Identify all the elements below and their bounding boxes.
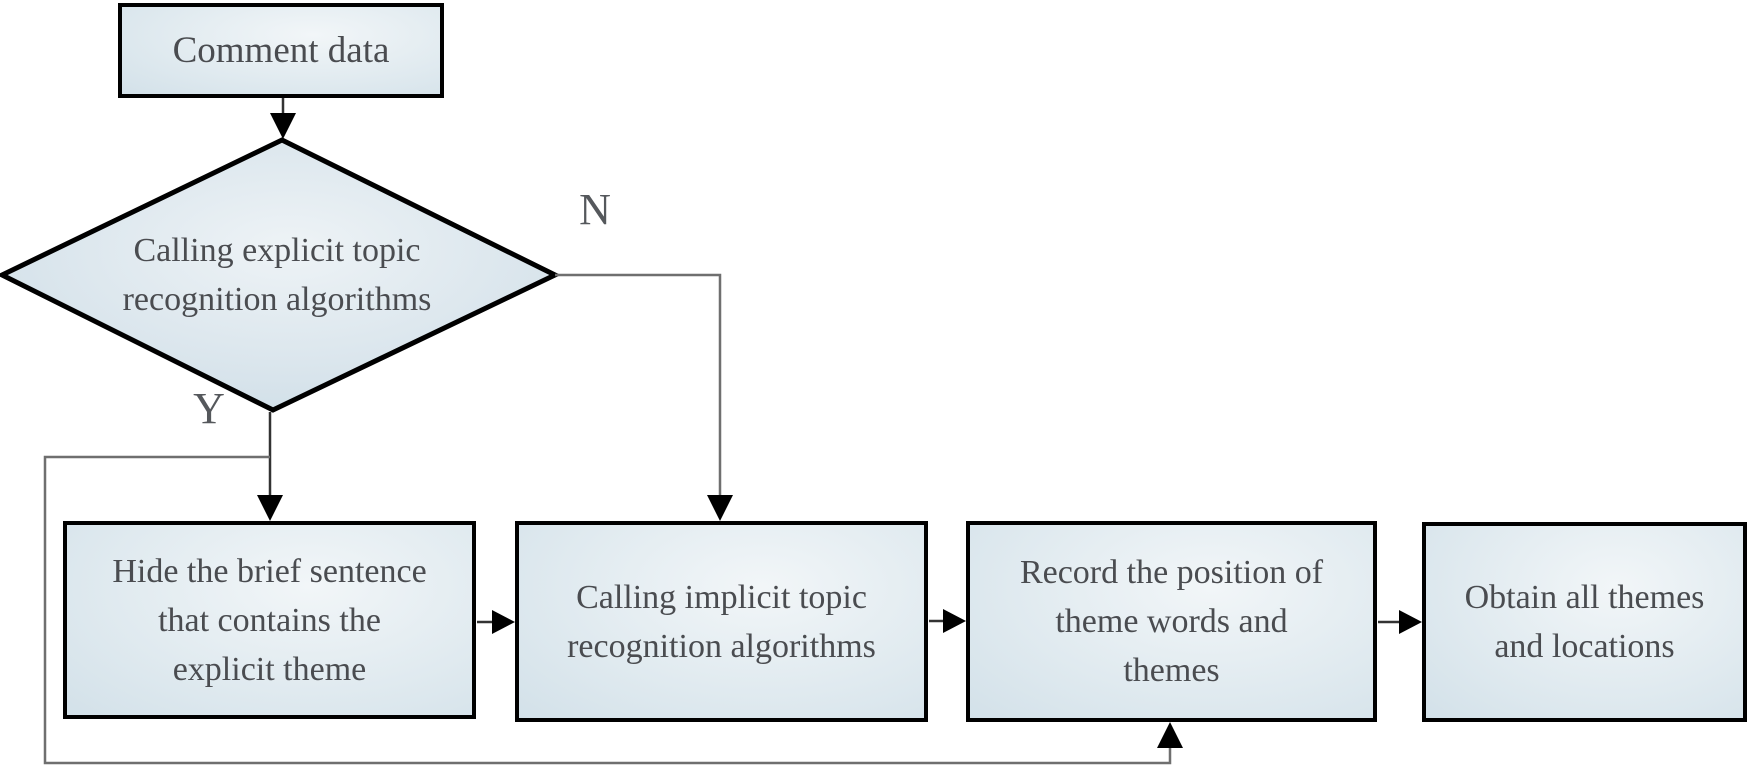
branch-label-no: N: [579, 184, 611, 234]
arrowhead-right-icon: [943, 609, 966, 633]
edge-hide-to-implicit: [477, 610, 515, 634]
arrowhead-right-icon: [1399, 610, 1422, 634]
node-decision-label: Calling explicit topic recognition algor…: [122, 232, 432, 318]
decision-diamond-shape: [0, 137, 561, 413]
branch-label-yes: Y: [193, 383, 225, 433]
arrowhead-down-icon: [707, 495, 733, 521]
edge-record-to-obtain: [1378, 610, 1422, 634]
edge-implicit-to-record: [929, 609, 966, 633]
node-calling-implicit-topic: Calling implicit topic recognition algor…: [515, 521, 928, 722]
node-hide-brief-sentence: Hide the brief sentence that contains th…: [63, 521, 476, 719]
node-obtain-themes: Obtain all themes and locations: [1422, 522, 1747, 722]
node-record-position: Record the position of theme words and t…: [966, 521, 1377, 722]
edge-decision-no-to-implicit: [555, 273, 733, 521]
node-comment-data: Comment data: [118, 3, 444, 98]
arrowhead-right-icon: [492, 610, 515, 634]
edge-decision-yes-to-hide: [257, 412, 283, 521]
arrowhead-up-icon: [1157, 722, 1183, 748]
edge-comment-to-decision: [270, 97, 296, 139]
arrowhead-down-icon: [270, 113, 296, 139]
arrowhead-down-icon: [257, 495, 283, 521]
edge-decision-loop-to-record: [43, 455, 1183, 765]
